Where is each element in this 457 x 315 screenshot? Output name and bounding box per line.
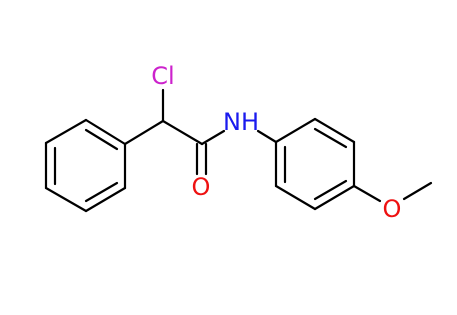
bond-phenyl-1-inner: [84, 128, 119, 151]
bond-phenyl-2: [44, 118, 88, 145]
bond-aryl-4: [313, 184, 356, 211]
bond-aryl-4-inner: [313, 179, 348, 201]
bond-chc-to-carbonyl: [161, 119, 204, 146]
bond-aryl-2: [313, 117, 356, 144]
bond-aryl-to-o: [352, 184, 382, 203]
bond-phenyl-5: [84, 186, 127, 213]
bond-carbonyl-to-n: [200, 129, 226, 146]
methoxyphenyl-ring: [274, 117, 356, 211]
bond-aryl-1: [274, 117, 317, 144]
bond-aryl-2-inner: [313, 127, 348, 149]
bond-phenyl-5-inner: [84, 181, 119, 203]
bond-phenyl-4: [44, 186, 88, 213]
bond-aryl-5: [274, 184, 317, 211]
carbonyl-oxygen-label: O: [192, 173, 211, 201]
nh-label: NH: [223, 108, 259, 136]
ether-oxygen-label: O: [383, 195, 402, 223]
bond-n-to-aryl: [256, 129, 278, 144]
chlorine-label: Cl: [151, 62, 174, 90]
bond-o-to-methyl: [402, 181, 433, 201]
bond-phenyl-1: [84, 118, 127, 146]
phenyl-ring: [44, 118, 127, 213]
methoxy-group: [352, 181, 433, 203]
bond-phenyl-to-chc: [123, 119, 165, 146]
amide-chain: [123, 88, 278, 176]
